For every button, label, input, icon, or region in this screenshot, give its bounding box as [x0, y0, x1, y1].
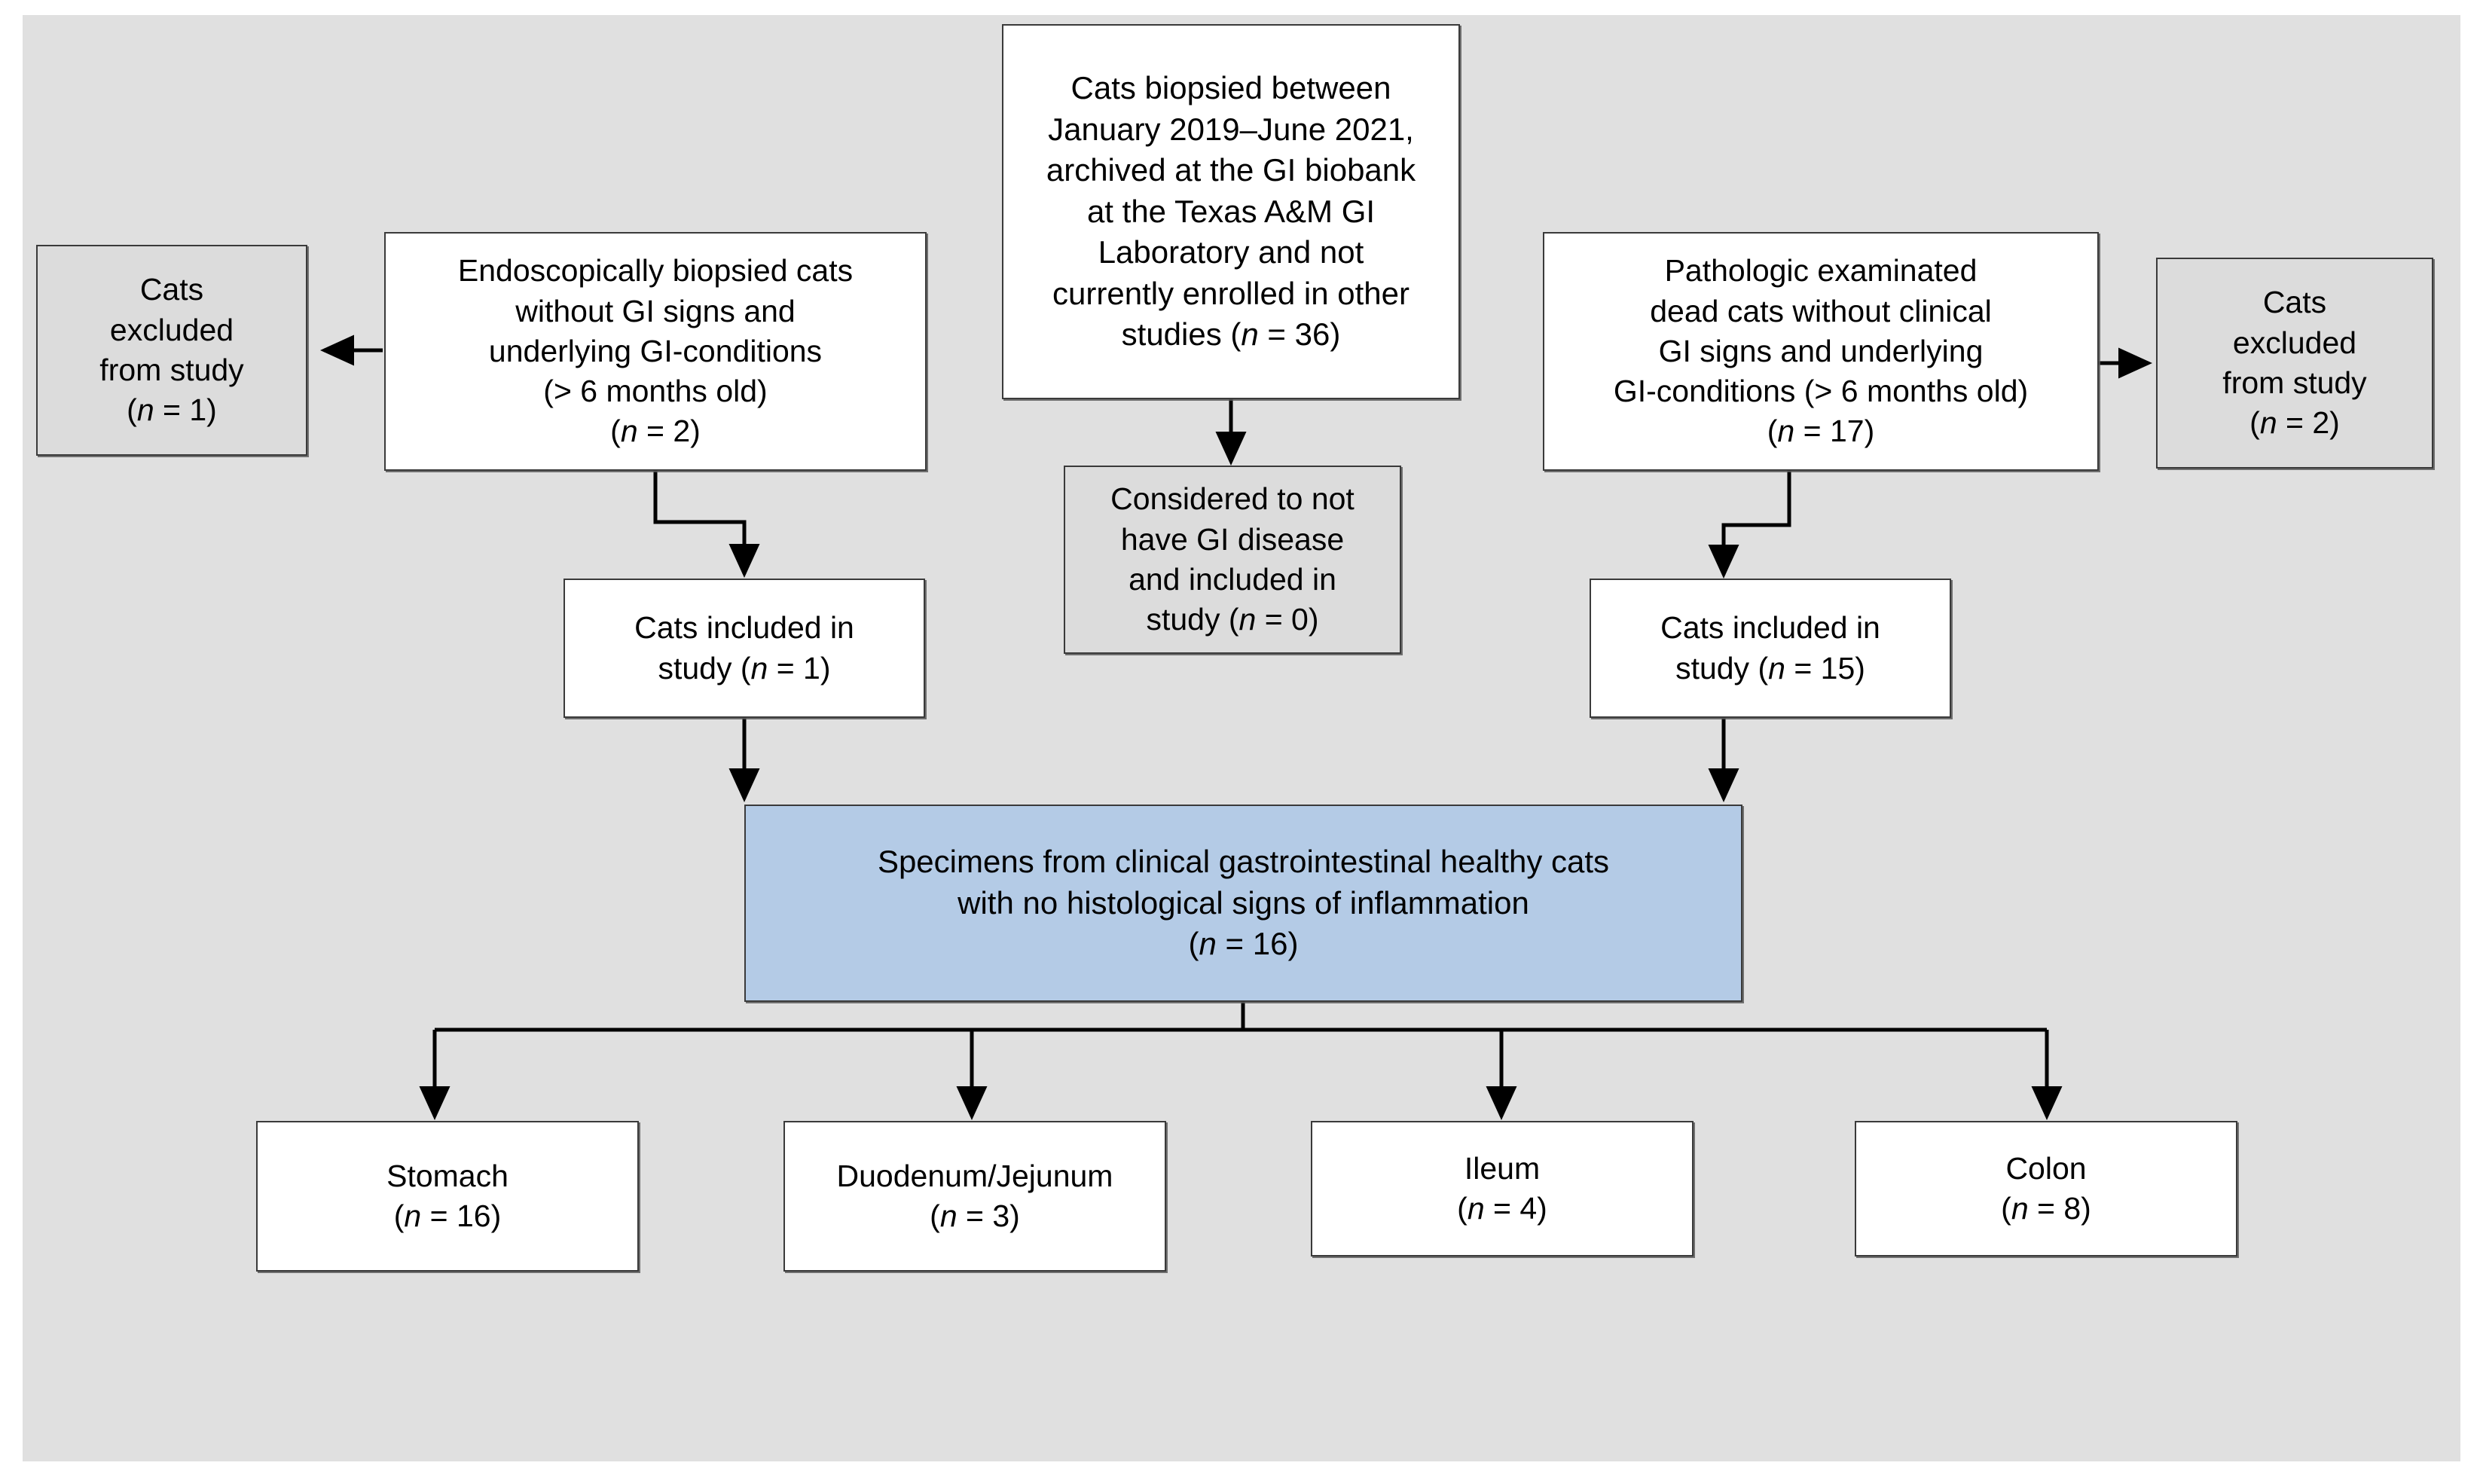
- node-no-gi-disease-label: Considered to not have GI disease and in…: [1110, 481, 1355, 637]
- node-no-gi-disease[interactable]: Considered to not have GI disease and in…: [1064, 466, 1401, 654]
- organ-box-duodenum-jejunum-label: Duodenum/Jejunum (n = 3): [836, 1158, 1113, 1233]
- node-specimens[interactable]: Specimens from clinical gastrointestinal…: [744, 805, 1742, 1002]
- organ-box-colon[interactable]: Colon (n = 8): [1855, 1121, 2237, 1257]
- node-endoscopic-cohort-label: Endoscopically biopsied cats without GI …: [457, 253, 854, 449]
- organ-box-stomach-label: Stomach (n = 16): [386, 1158, 509, 1233]
- organ-box-ileum-label: Ileum (n = 4): [1457, 1150, 1547, 1226]
- node-specimens-label: Specimens from clinical gastrointestinal…: [877, 844, 1610, 962]
- node-pathologic-cohort[interactable]: Pathologic examinated dead cats without …: [1543, 232, 2099, 471]
- node-excluded-right-label: Cats excluded from study (n = 2): [2222, 285, 2367, 441]
- node-excluded-left[interactable]: Cats excluded from study (n = 1): [36, 245, 307, 456]
- node-included-left-label: Cats included in study (n = 1): [634, 610, 854, 686]
- node-included-left[interactable]: Cats included in study (n = 1): [563, 579, 925, 718]
- organ-box-stomach[interactable]: Stomach (n = 16): [256, 1121, 639, 1272]
- node-excluded-left-label: Cats excluded from study (n = 1): [99, 272, 244, 428]
- node-source-cohort[interactable]: Cats biopsied between January 2019–June …: [1002, 24, 1460, 399]
- organ-box-duodenum-jejunum[interactable]: Duodenum/Jejunum (n = 3): [783, 1121, 1166, 1272]
- node-pathologic-cohort-label: Pathologic examinated dead cats without …: [1613, 253, 2029, 449]
- connector-endoscopic-to-included-left: [653, 471, 760, 578]
- node-included-right-label: Cats included in study (n = 15): [1660, 610, 1880, 686]
- node-included-right[interactable]: Cats included in study (n = 15): [1590, 579, 1951, 718]
- organ-box-ileum[interactable]: Ileum (n = 4): [1311, 1121, 1694, 1257]
- node-endoscopic-cohort[interactable]: Endoscopically biopsied cats without GI …: [384, 232, 927, 471]
- connector-pathologic-to-included-right: [1708, 471, 1791, 579]
- node-source-cohort-label: Cats biopsied between January 2019–June …: [1046, 69, 1416, 353]
- organ-box-colon-label: Colon (n = 8): [2001, 1150, 2091, 1226]
- node-excluded-right[interactable]: Cats excluded from study (n = 2): [2156, 258, 2433, 469]
